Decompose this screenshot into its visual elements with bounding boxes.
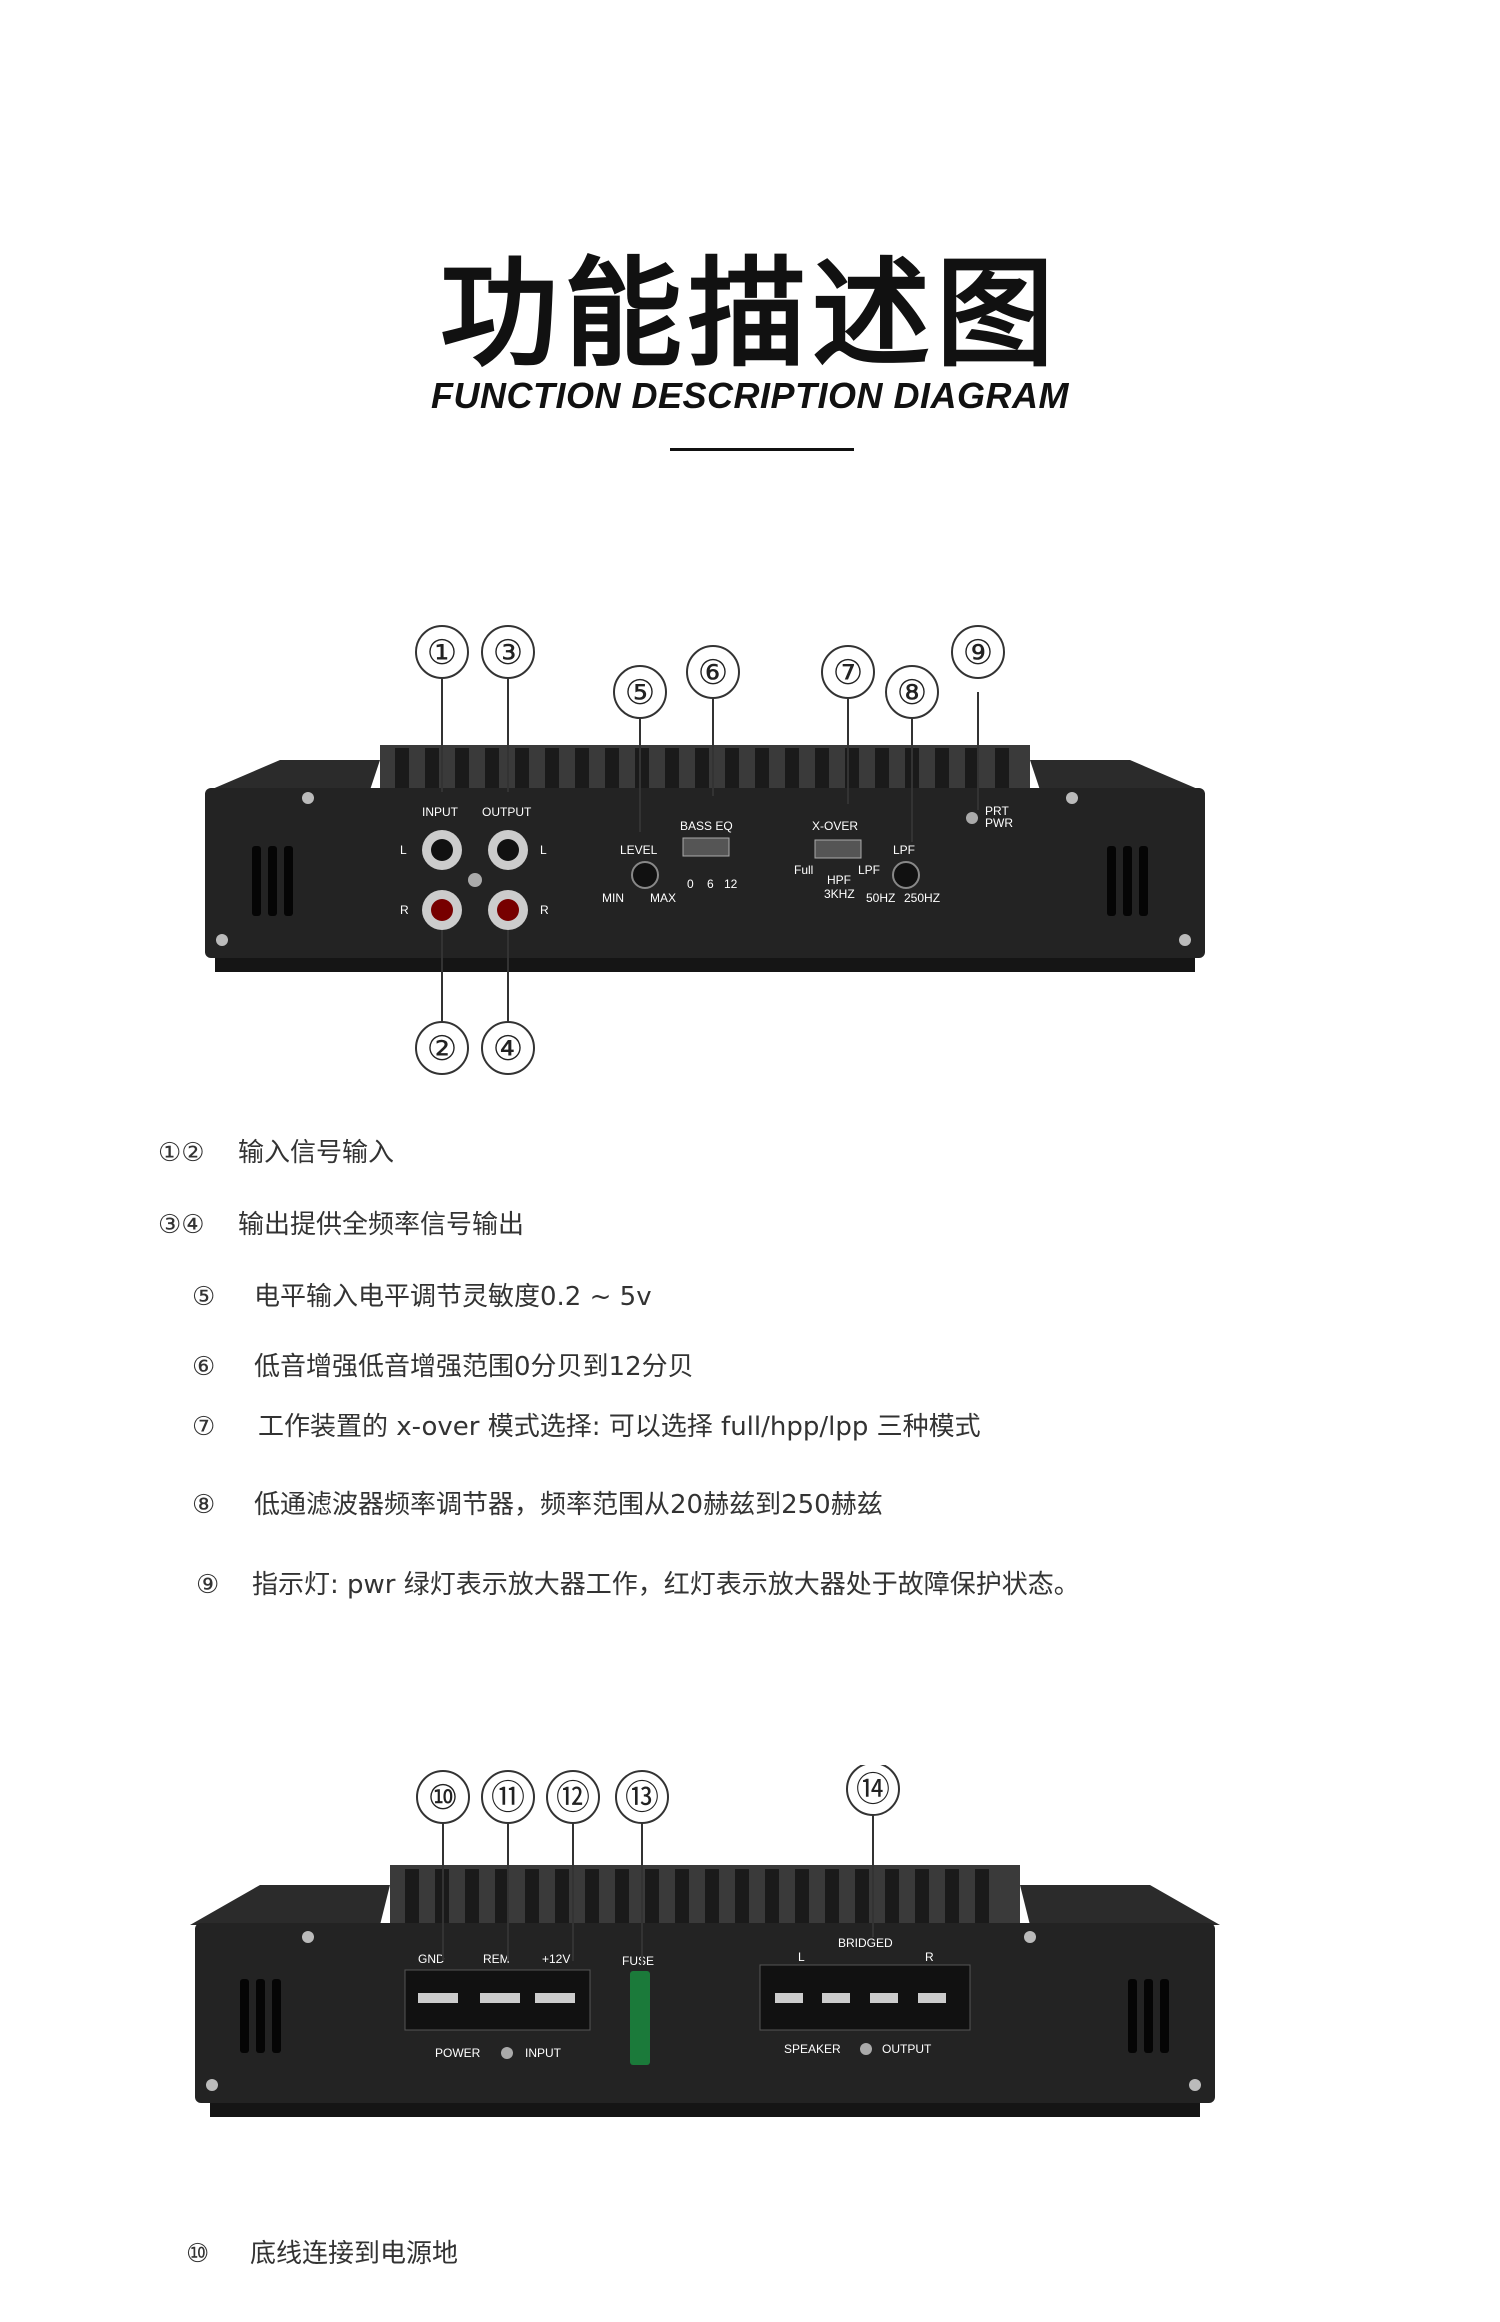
label-input: INPUT [525, 2046, 562, 2060]
label-fuse: FUSE [622, 1954, 654, 1968]
desc-num: ⑨ [196, 1570, 220, 1600]
callout-11: ⑪ [491, 1779, 525, 1817]
label-rem: REM [483, 1952, 510, 1966]
callout-lines-rear [442, 1809, 874, 1965]
x-over-switch [814, 839, 862, 859]
label-l-out: L [540, 843, 547, 857]
label-l-in: L [400, 843, 407, 857]
desc-item-1-2: ①② 输入信号输入 [158, 1132, 394, 1169]
desc-num: ⑩ [186, 2239, 210, 2269]
desc-text: 低音增强低音增强范围0分贝到12分贝 [254, 1352, 694, 1382]
screws [216, 792, 1191, 946]
desc-text: 底线连接到电源地 [250, 2239, 459, 2269]
heatsink-fins-rear [190, 1865, 1220, 1925]
front-panel-diagram: INPUT OUTPUT L R L R LEVEL MIN MAX BASS … [205, 625, 1205, 1075]
desc-text: 电平输入电平调节灵敏度0.2 ~ 5v [254, 1282, 652, 1312]
callout-1: ① [427, 634, 457, 672]
desc-num: ⑥ [192, 1352, 216, 1382]
label-r-out: R [925, 1950, 934, 1964]
label-lpf: LPF [893, 843, 915, 857]
power-screw [501, 2047, 513, 2059]
callout-12: ⑫ [556, 1779, 590, 1817]
desc-item-5: ⑤ 电平输入电平调节灵敏度0.2 ~ 5v [192, 1276, 652, 1313]
label-speaker: SPEAKER [784, 2042, 841, 2056]
label-input: INPUT [422, 805, 459, 819]
desc-text: 工作装置的 x-over 模式选择: 可以选择 full/hpp/lpp 三种模… [258, 1412, 981, 1442]
label-pwr: PWR [985, 816, 1013, 830]
callout-6: ⑥ [698, 654, 728, 692]
callout-13: ⑬ [625, 1779, 659, 1817]
desc-item-10: ⑩ 底线连接到电源地 [186, 2233, 458, 2270]
callout-8: ⑧ [897, 674, 927, 712]
callout-5: ⑤ [625, 674, 655, 712]
callout-9: ⑨ [963, 634, 993, 672]
label-12v: +12V [542, 1952, 570, 1966]
level-knob [631, 861, 659, 889]
label-level: LEVEL [620, 843, 658, 857]
vent-right [1107, 846, 1148, 916]
desc-item-3-4: ③④ 输出提供全频率信号输出 [158, 1204, 524, 1241]
label-full: Full [794, 863, 813, 877]
label-x-over: X-OVER [812, 819, 858, 833]
vent-right-rear [1128, 1979, 1169, 2053]
label-l-out: L [798, 1950, 805, 1964]
label-50hz: 50HZ [866, 891, 895, 905]
vent-left-rear [240, 1979, 281, 2053]
label-lpf-switch: LPF [858, 863, 880, 877]
desc-num: ③④ [158, 1210, 205, 1240]
label-bass-eq: BASS EQ [680, 819, 733, 833]
callout-10: ⑩ [428, 1779, 458, 1817]
label-250hz: 250HZ [904, 891, 940, 905]
desc-text: 低通滤波器频率调节器，频率范围从20赫兹到250赫兹 [254, 1490, 883, 1520]
label-eq-0: 0 [687, 877, 694, 891]
callout-14: ⑭ [856, 1771, 890, 1809]
status-led [966, 812, 978, 824]
callout-7: ⑦ [833, 654, 863, 692]
desc-item-6: ⑥ 低音增强低音增强范围0分贝到12分贝 [192, 1346, 694, 1383]
callout-3: ③ [493, 634, 523, 672]
desc-num: ①② [158, 1138, 205, 1168]
desc-num: ⑤ [192, 1282, 216, 1312]
desc-item-9: ⑨ 指示灯: pwr 绿灯表示放大器工作，红灯表示放大器处于故障保护状态。 [196, 1564, 1080, 1601]
callout-4: ④ [493, 1030, 523, 1068]
desc-text: 输入信号输入 [238, 1138, 395, 1168]
callout-2: ② [427, 1030, 457, 1068]
label-output: OUTPUT [882, 2042, 932, 2056]
label-r-in: R [400, 903, 409, 917]
speaker-screw [860, 2043, 872, 2055]
page-subtitle: FUNCTION DESCRIPTION DIAGRAM [431, 375, 1069, 416]
page-title: 功能描述图 [439, 245, 1060, 383]
screws-rear [206, 1931, 1201, 2091]
desc-text: 指示灯: pwr 绿灯表示放大器工作，红灯表示放大器处于故障保护状态。 [252, 1570, 1080, 1600]
title-divider [670, 448, 854, 451]
amp-front-body [205, 788, 1205, 958]
label-min: MIN [602, 891, 624, 905]
label-bridged: BRIDGED [838, 1936, 893, 1950]
amp-rear-body [195, 1923, 1215, 2103]
desc-num: ⑦ [192, 1412, 216, 1442]
label-prt: PRT [985, 804, 1009, 818]
rear-panel-diagram: GND REM +12V FUSE BRIDGED L R POWER INPU… [190, 1765, 1220, 2117]
lpf-knob [892, 861, 920, 889]
label-3khz: 3KHZ [824, 887, 855, 901]
vent-left [252, 846, 293, 916]
label-eq-12: 12 [724, 877, 738, 891]
label-max: MAX [650, 891, 676, 905]
label-hpf: HPF [827, 873, 851, 887]
desc-num: ⑧ [192, 1490, 216, 1520]
rca-jacks [422, 830, 528, 930]
desc-item-8: ⑧ 低通滤波器频率调节器，频率范围从20赫兹到250赫兹 [192, 1484, 883, 1521]
label-output: OUTPUT [482, 805, 532, 819]
callout-lines [441, 672, 979, 1022]
label-gnd: GND [418, 1952, 445, 1966]
desc-item-7: ⑦ 工作装置的 x-over 模式选择: 可以选择 full/hpp/lpp 三种… [192, 1406, 981, 1443]
bass-eq-switch [682, 837, 730, 857]
heatsink-fins [210, 745, 1200, 790]
label-eq-6: 6 [707, 877, 714, 891]
label-r-out: R [540, 903, 549, 917]
desc-text: 输出提供全频率信号输出 [238, 1210, 525, 1240]
fuse [630, 1971, 650, 2065]
label-power: POWER [435, 2046, 481, 2060]
